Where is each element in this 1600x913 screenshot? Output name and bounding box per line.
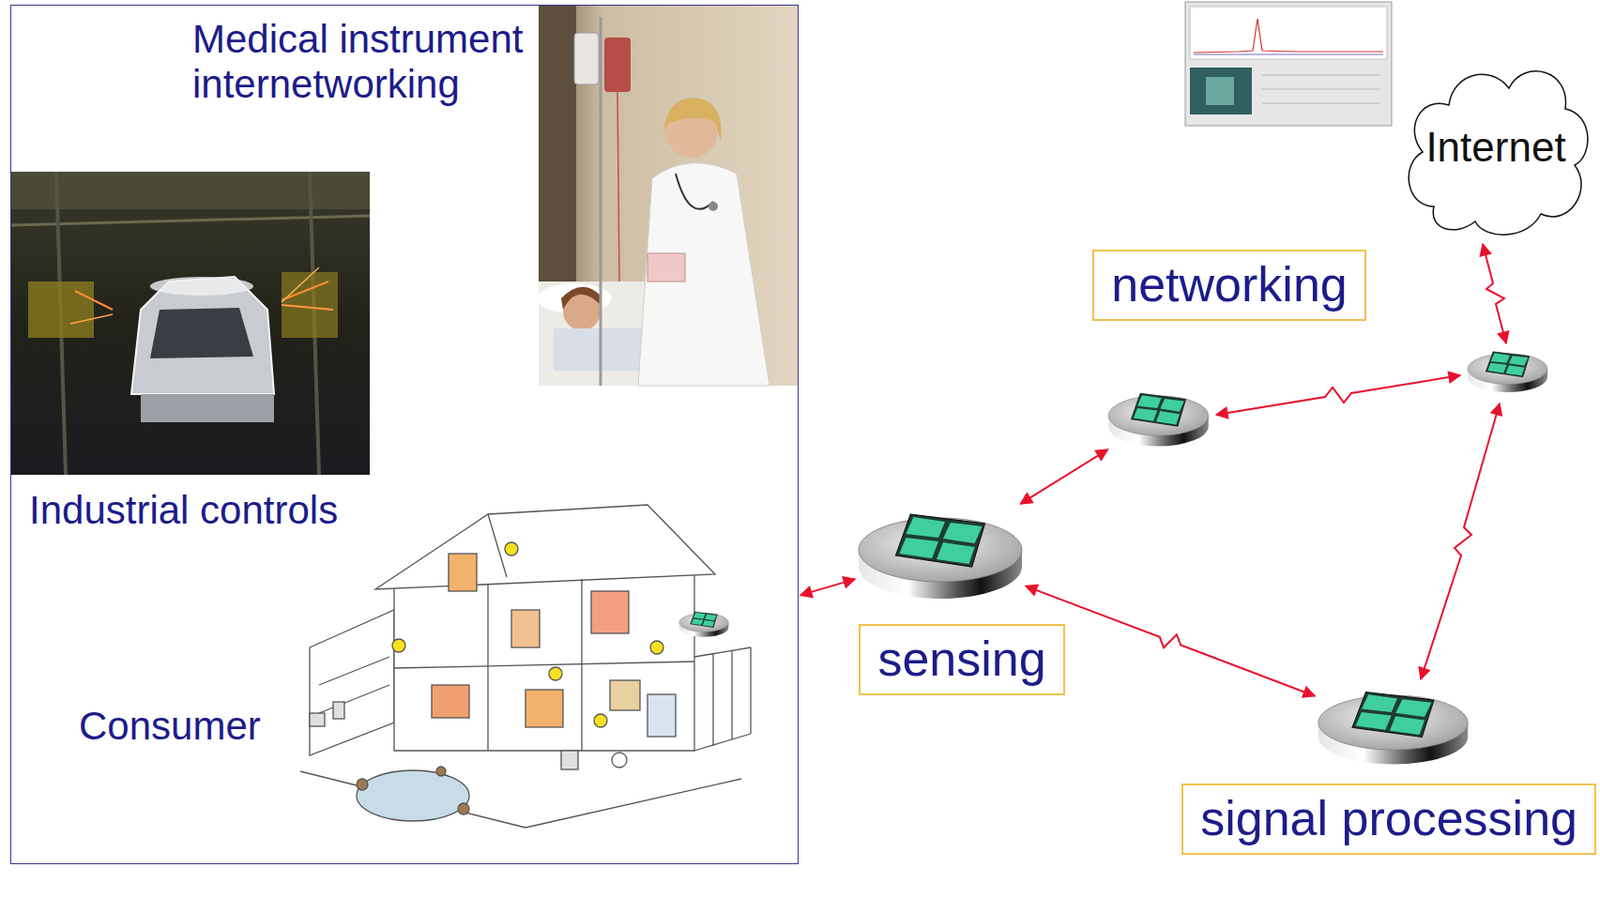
application-label: Consumer <box>78 703 261 749</box>
sensor-chip <box>1107 387 1210 449</box>
application-label: Medical instrument internetworking <box>192 16 542 108</box>
application-panel: Medical instrument internetworkingIndust… <box>10 4 799 865</box>
wireless-link <box>1420 403 1500 680</box>
node-label: signal processing <box>1181 783 1597 855</box>
factory-photo <box>11 171 370 475</box>
application-label: Industrial controls <box>29 487 338 534</box>
wireless-link <box>1216 375 1461 415</box>
monitor-screenshot <box>1185 1 1392 126</box>
sensor-chip <box>856 504 1024 603</box>
gateway-chip <box>1467 351 1548 393</box>
medical-photo <box>536 5 799 386</box>
signal-processing-node: signal processing <box>1316 684 1470 768</box>
wireless-link <box>1020 449 1108 504</box>
internet-cloud: Internet <box>1396 46 1596 248</box>
sensor-chip <box>1316 684 1470 768</box>
house-drawing <box>300 504 751 828</box>
cloud-label: Internet <box>1425 123 1566 172</box>
wireless-link <box>800 579 855 595</box>
node-label: sensing <box>858 624 1065 696</box>
wireless-link <box>1025 586 1315 697</box>
node-label: networking <box>1092 249 1366 321</box>
wireless-link <box>1482 243 1507 344</box>
house-sensor-chip <box>679 611 730 638</box>
sensing-node: sensing <box>856 504 1024 603</box>
networking-node: networking <box>1107 387 1210 449</box>
